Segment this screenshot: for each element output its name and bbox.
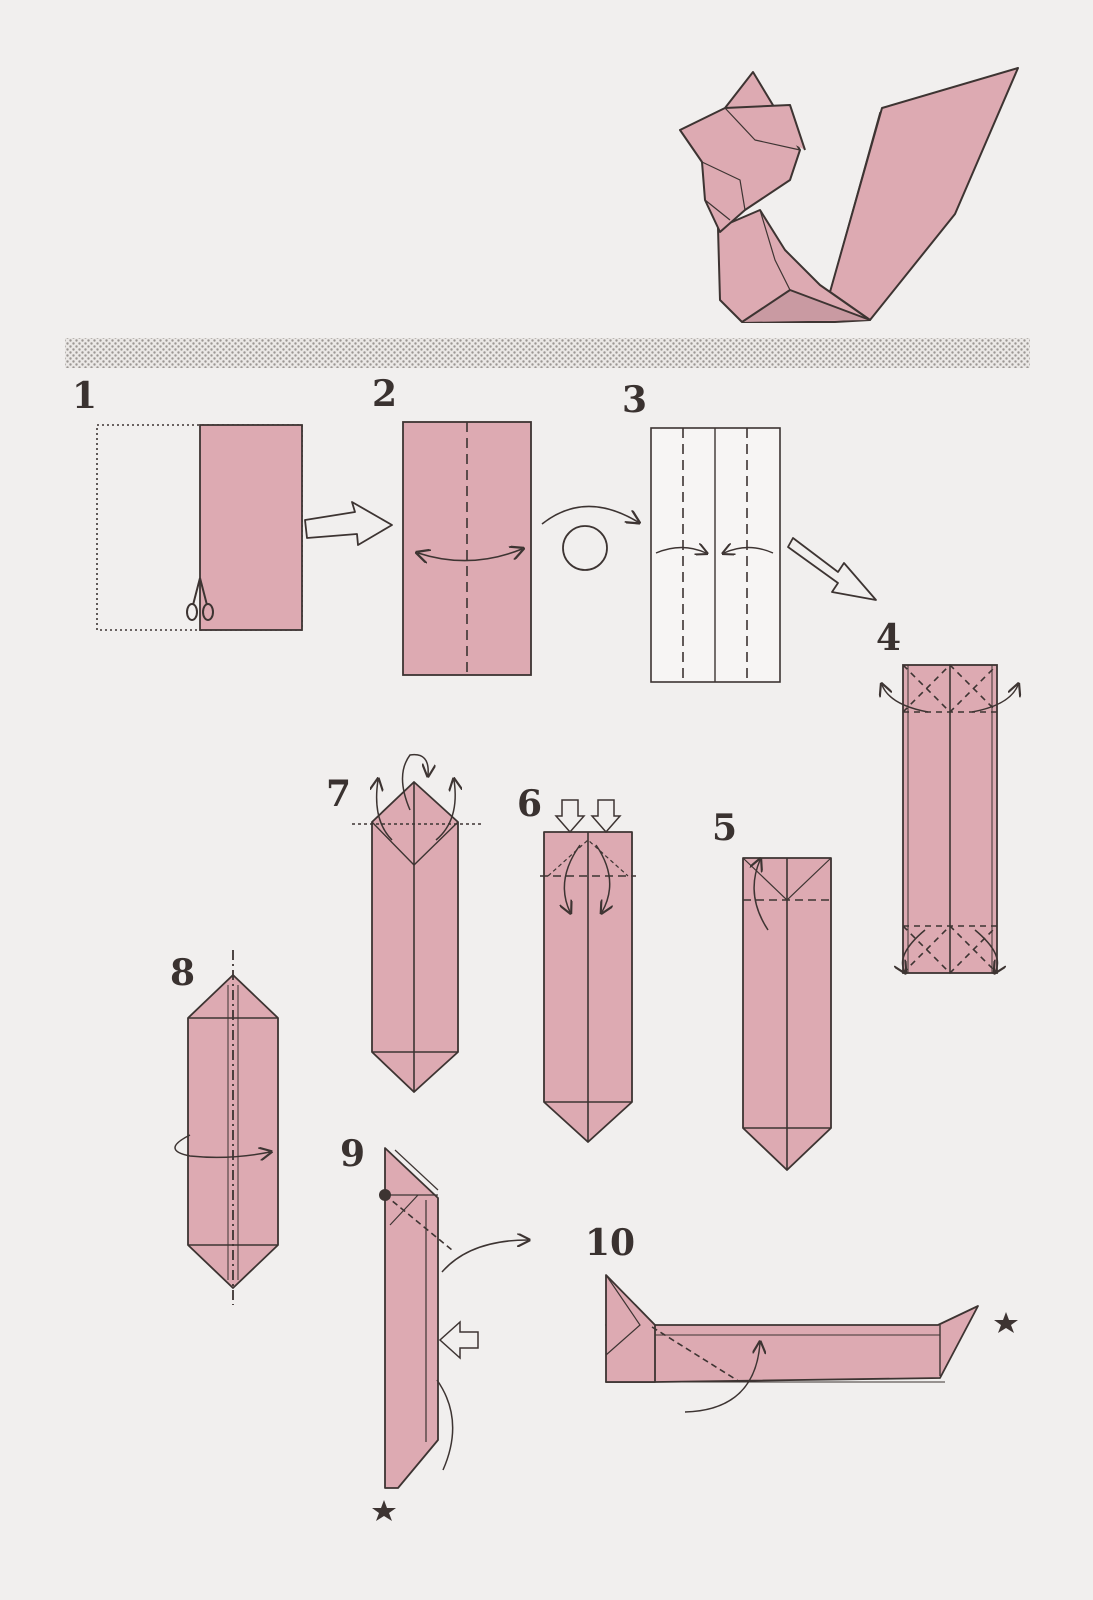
- step-number-8: 8: [170, 952, 196, 994]
- push-arrow-icon: [554, 799, 586, 834]
- step-number-2: 2: [372, 373, 398, 415]
- step-5-diagram: [742, 858, 832, 1171]
- step-4-diagram: [882, 663, 1018, 973]
- step-7-diagram: [352, 753, 482, 1093]
- finished-squirrel: [679, 67, 1019, 323]
- step-number-1: 1: [72, 375, 98, 417]
- step-2-diagram: [402, 421, 532, 676]
- push-arrow-icon: [438, 1320, 479, 1360]
- step-number-3: 3: [622, 379, 648, 421]
- dotted-divider-band: [65, 338, 1030, 368]
- star-icon: [372, 1500, 396, 1521]
- step-number-4: 4: [876, 617, 902, 659]
- push-arrow-icon: [590, 799, 622, 834]
- step-1-diagram: [96, 424, 393, 631]
- step-6-diagram: [540, 799, 636, 1143]
- step-number-5: 5: [712, 807, 738, 849]
- step-arrow-3-4: [787, 537, 877, 601]
- scissors-icon: [186, 577, 214, 621]
- step-number-9: 9: [340, 1133, 366, 1175]
- reference-dot: [379, 1189, 391, 1201]
- step-8-diagram: [174, 950, 279, 1305]
- star-icon: [994, 1312, 1018, 1333]
- step-10-diagram: [605, 1274, 1018, 1413]
- step-3-diagram: [650, 427, 877, 683]
- step-number-10: 10: [585, 1222, 636, 1264]
- step-9-diagram: [372, 1147, 528, 1521]
- step-arrow-1-2: [304, 501, 393, 546]
- step-number-6: 6: [517, 783, 543, 825]
- step-number-7: 7: [326, 773, 352, 815]
- turn-over-icon: [541, 505, 638, 571]
